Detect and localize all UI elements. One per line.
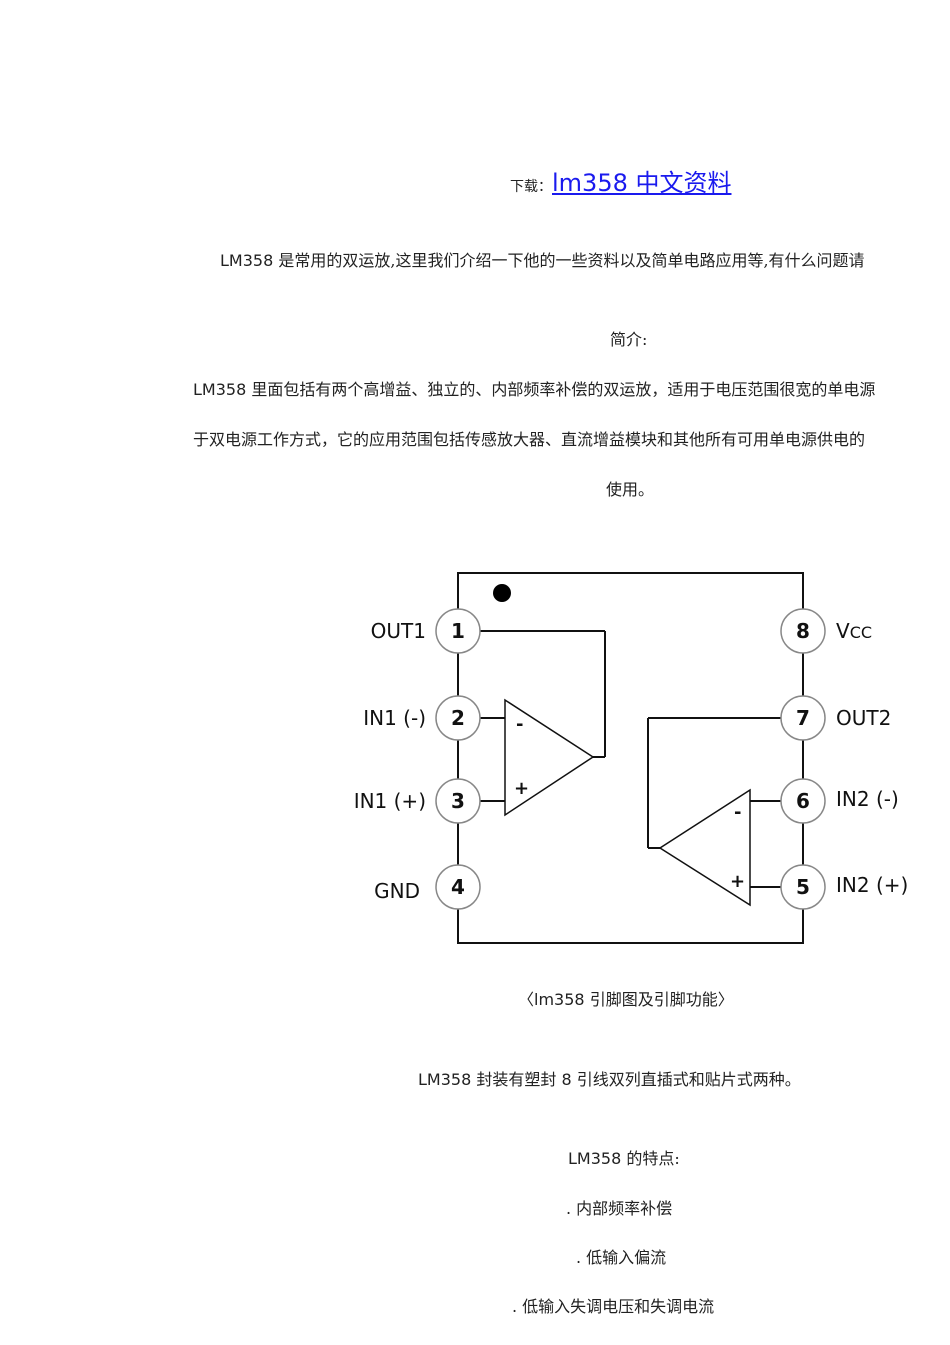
svg-text:2: 2 [451, 706, 465, 730]
section-heading-intro: 简介: [610, 330, 648, 349]
package-text-a: 封装有塑封 [476, 1070, 557, 1089]
pin-6-label: IN2 (-) [836, 787, 899, 811]
pin-3: 3 IN1 (+) [354, 778, 481, 824]
opamp2-plus-sign: + [730, 871, 745, 892]
intro-lead: LM358 [220, 251, 274, 270]
opamp1-plus-sign: + [514, 778, 529, 799]
svg-text:7: 7 [796, 706, 810, 730]
package-lead: LM358 [418, 1070, 472, 1089]
para-lead: LM358 [193, 380, 247, 399]
pin-8-label: VCC [836, 619, 872, 643]
package-text-b: 引线双列直插式和贴片式两种。 [576, 1070, 801, 1089]
svg-text:3: 3 [451, 789, 465, 813]
pin-7: 7 OUT2 [780, 695, 891, 741]
opamp1-minus-sign: - [516, 714, 523, 735]
download-prefix: 下载： [510, 179, 552, 195]
feature-item: . 低输入失调电压和失调电流 [512, 1297, 715, 1316]
download-line: 下载：lm358 中文资料 [510, 168, 731, 202]
pin-2-label: IN1 (-) [363, 706, 426, 730]
pin-7-label: OUT2 [836, 706, 891, 730]
opamp-1 [504, 698, 595, 817]
caption-text: 引脚图及引脚功能〉 [589, 990, 734, 1009]
feature-item: . 内部频率补偿 [566, 1199, 673, 1218]
para-line1-text: 里面包括有两个高增益、独立的、内部频率补偿的双运放，适用于电压范围很宽的单电源 [251, 380, 876, 399]
pin-8: 8 VCC [780, 608, 872, 654]
intro-line: LM358 是常用的双运放,这里我们介绍一下他的一些资料以及简单电路应用等,有什… [220, 251, 865, 271]
caption-lead: lm358 [534, 990, 585, 1009]
intro-paragraph-line-1: LM358 里面包括有两个高增益、独立的、内部频率补偿的双运放，适用于电压范围很… [193, 380, 875, 400]
diagram-caption: 〈lm358 引脚图及引脚功能〉 [518, 990, 734, 1010]
features-heading: LM358 的特点: [568, 1149, 680, 1169]
features-heading-text: 的特点: [626, 1149, 680, 1168]
pin-1: 1 OUT1 [371, 608, 481, 654]
svg-text:6: 6 [796, 789, 810, 813]
download-link[interactable]: lm358 中文资料 [552, 169, 732, 197]
package-num: 8 [561, 1070, 572, 1089]
opamp-2 [658, 788, 751, 907]
feature-item: . 低输入偏流 [576, 1248, 667, 1267]
svg-text:1: 1 [451, 619, 465, 643]
opamp2-minus-sign: - [734, 802, 741, 823]
pin-4-label: GND [374, 879, 420, 903]
pin-6: 6 IN2 (-) [780, 778, 899, 824]
intro-paragraph-line-3: 使用。 [606, 480, 655, 499]
intro-text: 是常用的双运放,这里我们介绍一下他的一些资料以及简单电路应用等,有什么问题请 [278, 251, 865, 270]
package-outline [457, 572, 804, 944]
pin-5-label: IN2 (+) [836, 873, 908, 897]
svg-text:5: 5 [796, 875, 810, 899]
pin-5: 5 IN2 (+) [780, 864, 908, 910]
pin-2: 2 IN1 (-) [363, 695, 481, 741]
svg-text:4: 4 [451, 875, 465, 899]
features-heading-lead: LM358 [568, 1149, 622, 1168]
pin-1-label: OUT1 [371, 619, 426, 643]
pin1-marker-dot [493, 584, 511, 602]
pin-4: 4 GND [374, 864, 481, 910]
lm358-pinout-diagram: - + - + 1 OUT1 2 IN1 (-) 3 IN1 (+) 4 GND… [354, 572, 908, 944]
caption-open: 〈 [518, 990, 535, 1009]
package-line: LM358 封装有塑封 8 引线双列直插式和贴片式两种。 [418, 1070, 801, 1090]
intro-paragraph-line-2: 于双电源工作方式，它的应用范围包括传感放大器、直流增益模块和其他所有可用单电源供… [193, 430, 866, 449]
pin-3-label: IN1 (+) [354, 789, 426, 813]
svg-text:8: 8 [796, 619, 810, 643]
